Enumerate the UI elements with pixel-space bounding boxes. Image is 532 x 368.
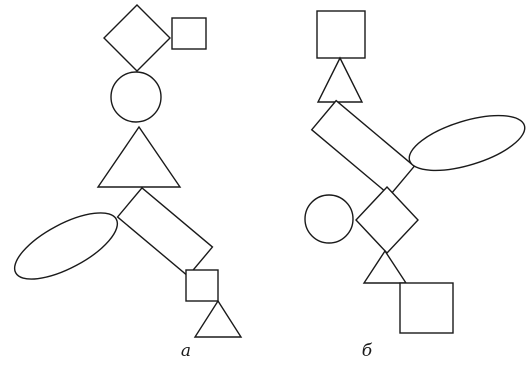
- figure-b-square-bottom: [399, 282, 454, 334]
- figure-b-triangle-bottom: [362, 249, 408, 284]
- figure-a-ellipse: [13, 212, 119, 280]
- figure-a-triangle-large: [96, 125, 182, 188]
- figure-a: [13, 4, 243, 338]
- figure-b-triangle-top: [316, 56, 364, 103]
- figure-a-square-bottom: [185, 269, 219, 302]
- figure-a-triangle-small: [193, 299, 243, 338]
- figure-a-caption: а: [180, 341, 192, 361]
- figure-a-circle: [110, 71, 162, 123]
- figure-b-square-top: [316, 10, 366, 59]
- figure-b-diamond: [355, 185, 419, 255]
- figure-a-rectangle: [116, 186, 214, 278]
- figure-b: [304, 10, 526, 334]
- figure-b-rectangle: [310, 99, 416, 197]
- figure-a-diamond: [103, 4, 171, 72]
- figure-b-circle: [304, 194, 354, 244]
- figure-a-square-top: [171, 17, 207, 50]
- figure-b-caption: б: [361, 341, 373, 361]
- figure-b-ellipse: [408, 114, 526, 172]
